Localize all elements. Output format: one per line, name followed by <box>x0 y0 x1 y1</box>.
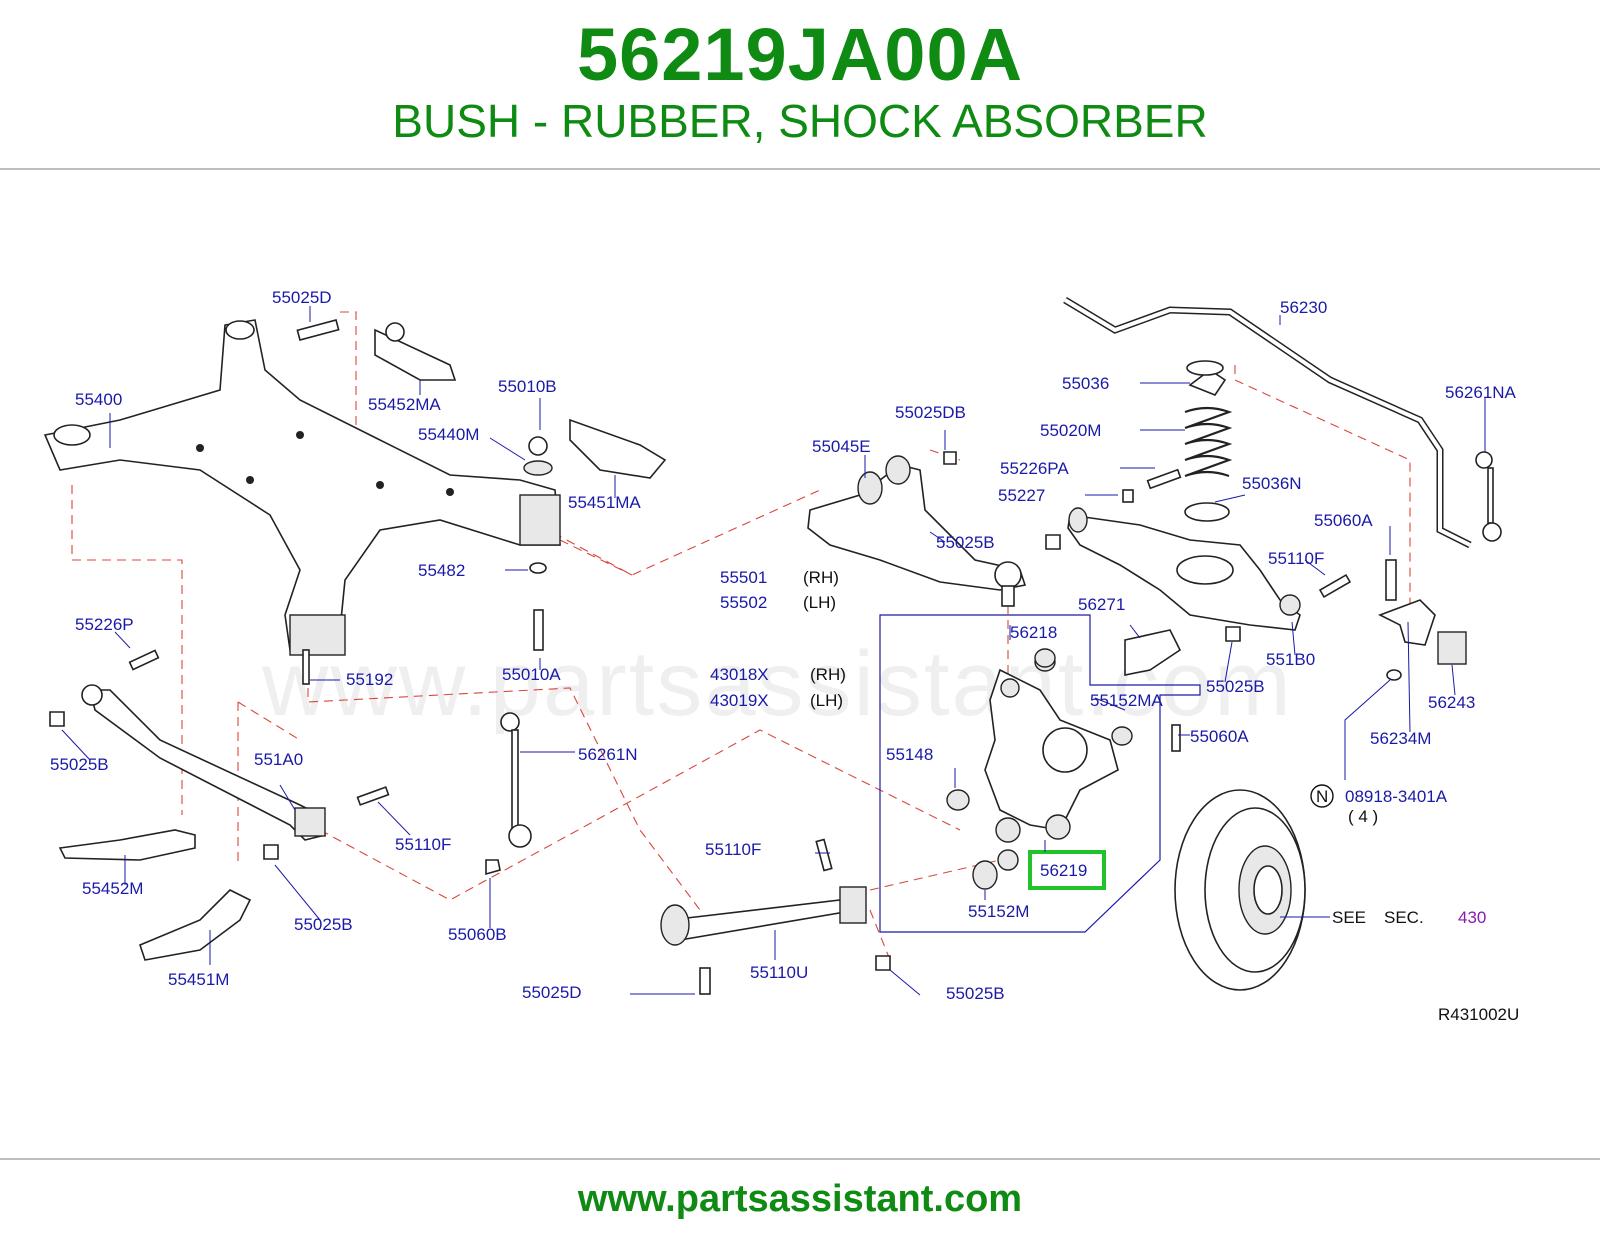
label-55152MA[interactable]: 55152MA <box>1090 691 1163 710</box>
label-56271[interactable]: 56271 <box>1078 595 1125 614</box>
label-55440M[interactable]: 55440M <box>418 425 479 444</box>
label-55502-side: (LH) <box>803 593 836 612</box>
brackets-lower <box>58 829 252 961</box>
part-labels: 55025D 55452MA 55010B 55400 55440M 55451… <box>50 288 1519 1024</box>
label-43018X[interactable]: 43018X <box>710 665 769 684</box>
label-55060A-right[interactable]: 55060A <box>1190 727 1249 746</box>
label-55010A[interactable]: 55010A <box>502 665 561 684</box>
label-55025D-bottom[interactable]: 55025D <box>522 983 582 1002</box>
label-55110F-left[interactable]: 55110F <box>395 835 451 854</box>
label-56219[interactable]: 56219 <box>1040 861 1087 880</box>
label-56218[interactable]: 56218 <box>1010 623 1057 642</box>
small-hardware-right <box>1122 468 1467 681</box>
label-08918-qty: ( 4 ) <box>1348 807 1378 826</box>
label-55025B-right[interactable]: 55025B <box>1206 677 1265 696</box>
label-55148[interactable]: 55148 <box>886 745 933 764</box>
label-55025D-top[interactable]: 55025D <box>272 288 332 307</box>
link-551A0 <box>81 684 326 841</box>
label-55025B-left[interactable]: 55025B <box>50 755 109 774</box>
label-55451MA[interactable]: 55451MA <box>568 493 641 512</box>
label-08918-3401A[interactable]: 08918-3401A <box>1345 787 1448 806</box>
label-55036N[interactable]: 55036N <box>1242 474 1302 493</box>
label-55451M[interactable]: 55451M <box>168 970 229 989</box>
header-divider <box>0 168 1600 170</box>
label-n-symbol: N <box>1316 787 1328 806</box>
assembly-boxes <box>879 614 1201 933</box>
stabilizer-bar-56230 <box>1063 296 1502 549</box>
label-55501-side: (RH) <box>803 568 839 587</box>
label-55226P[interactable]: 55226P <box>75 615 134 634</box>
label-55036[interactable]: 55036 <box>1062 374 1109 393</box>
label-section-430[interactable]: 430 <box>1458 908 1486 927</box>
subframe-55400 <box>43 319 561 656</box>
label-55025B-bottom[interactable]: 55025B <box>946 984 1005 1003</box>
knuckle-43018X <box>946 652 1181 890</box>
stabilizer-link-56261N <box>485 712 532 876</box>
brake-rotor <box>1174 789 1306 991</box>
label-55110F-right[interactable]: 55110F <box>1268 549 1324 568</box>
label-55025B-mid[interactable]: 55025B <box>936 533 995 552</box>
label-55110U[interactable]: 55110U <box>750 963 808 982</box>
label-43018X-side: (RH) <box>810 665 846 684</box>
label-56261NA[interactable]: 56261NA <box>1445 383 1517 402</box>
highlight-box <box>1028 850 1106 890</box>
label-55501[interactable]: 55501 <box>720 568 767 587</box>
label-55060A-top[interactable]: 55060A <box>1314 511 1373 530</box>
label-see: SEE <box>1332 908 1366 927</box>
label-55452M[interactable]: 55452M <box>82 879 143 898</box>
label-55482[interactable]: 55482 <box>418 561 465 580</box>
label-55110F-mid[interactable]: 55110F <box>705 840 761 859</box>
label-43019X-side: (LH) <box>810 691 843 710</box>
label-55227[interactable]: 55227 <box>998 486 1045 505</box>
label-55400[interactable]: 55400 <box>75 390 122 409</box>
label-55025B-lower[interactable]: 55025B <box>294 915 353 934</box>
label-diagram-ref: R431002U <box>1438 1005 1519 1024</box>
label-55192[interactable]: 55192 <box>346 670 393 689</box>
upper-arm-55501 <box>807 451 1027 607</box>
label-56261N[interactable]: 56261N <box>578 745 638 764</box>
label-56230[interactable]: 56230 <box>1280 298 1327 317</box>
label-55025DB[interactable]: 55025DB <box>895 403 966 422</box>
spring-and-arm <box>1034 360 1301 676</box>
label-43019X[interactable]: 43019X <box>710 691 769 710</box>
part-number-title: 56219JA00A <box>576 13 1024 96</box>
label-55152M[interactable]: 55152M <box>968 902 1029 921</box>
lateral-link-55110U <box>660 838 891 995</box>
part-description: BUSH - RUBBER, SHOCK ABSORBER <box>392 95 1208 147</box>
exploded-parts-diagram: 55025D 55452MA 55010B 55400 55440M 55451… <box>43 288 1519 1024</box>
label-56234M[interactable]: 56234M <box>1370 729 1431 748</box>
label-55045E[interactable]: 55045E <box>812 437 871 456</box>
n-symbol-circle <box>1310 784 1334 808</box>
watermark: www.partsassistant.com <box>262 633 1293 735</box>
label-55452MA[interactable]: 55452MA <box>368 395 441 414</box>
footer-divider <box>0 1158 1600 1160</box>
label-55060B[interactable]: 55060B <box>448 925 507 944</box>
label-leaders <box>61 306 1486 996</box>
label-55502[interactable]: 55502 <box>720 593 767 612</box>
label-55020M[interactable]: 55020M <box>1040 421 1101 440</box>
label-sec: SEC. <box>1384 908 1424 927</box>
footer-url[interactable]: www.partsassistant.com <box>577 1178 1023 1220</box>
label-551B0[interactable]: 551B0 <box>1266 650 1315 669</box>
label-551A0[interactable]: 551A0 <box>254 750 303 769</box>
label-55226PA[interactable]: 55226PA <box>1000 459 1069 478</box>
label-55010B[interactable]: 55010B <box>498 377 557 396</box>
small-hardware-left <box>49 319 667 860</box>
label-56243[interactable]: 56243 <box>1428 693 1475 712</box>
